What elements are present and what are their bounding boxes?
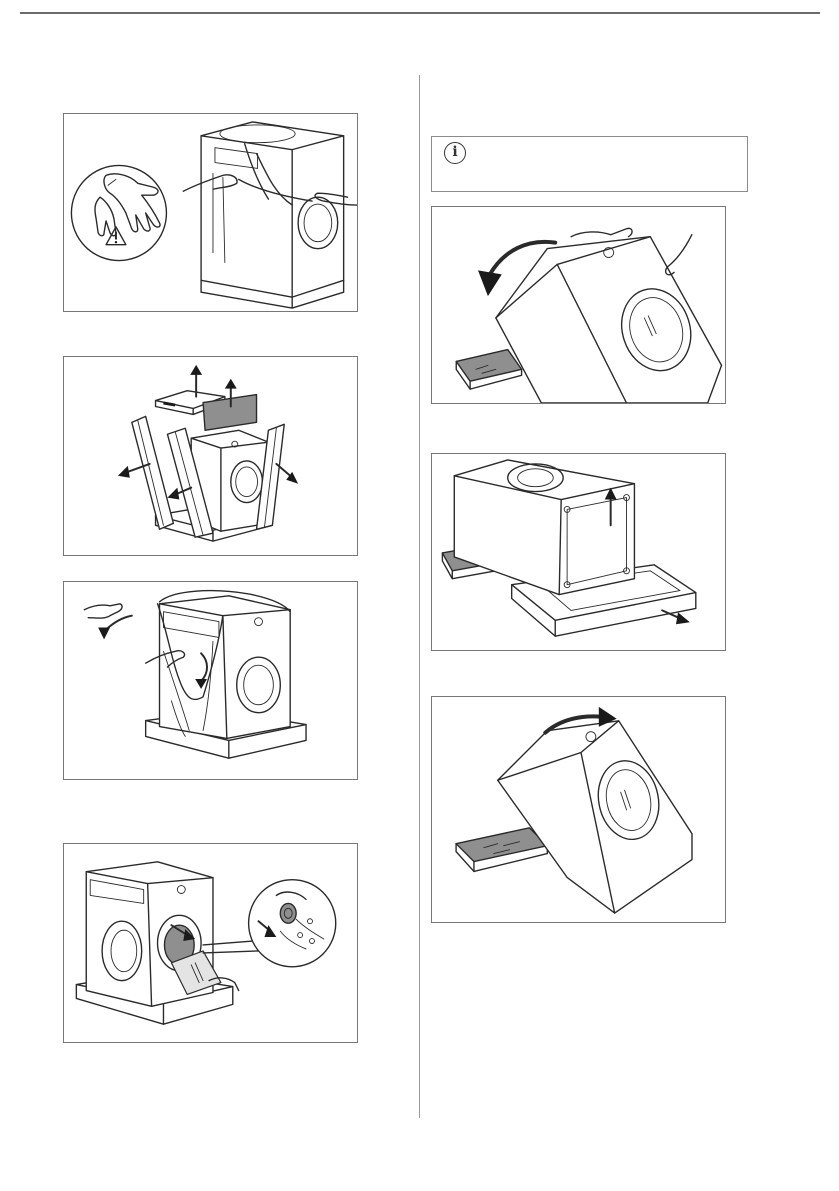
figure-remove-plastic-bag <box>63 581 358 780</box>
gloves-circle <box>71 165 166 260</box>
figure-tilt-upright <box>431 696 726 923</box>
info-note-box: i <box>431 136 748 192</box>
page-top-rule <box>20 12 820 14</box>
figure-tilt-back-on-polystyrene <box>431 206 726 404</box>
figure-remove-base <box>431 453 726 651</box>
column-divider <box>419 75 420 1118</box>
figure-open-door-remove-accessories <box>63 843 358 1043</box>
info-icon: i <box>444 142 466 164</box>
figure-remove-cover-gloves <box>63 113 358 312</box>
figure-remove-corner-posts <box>63 356 358 556</box>
